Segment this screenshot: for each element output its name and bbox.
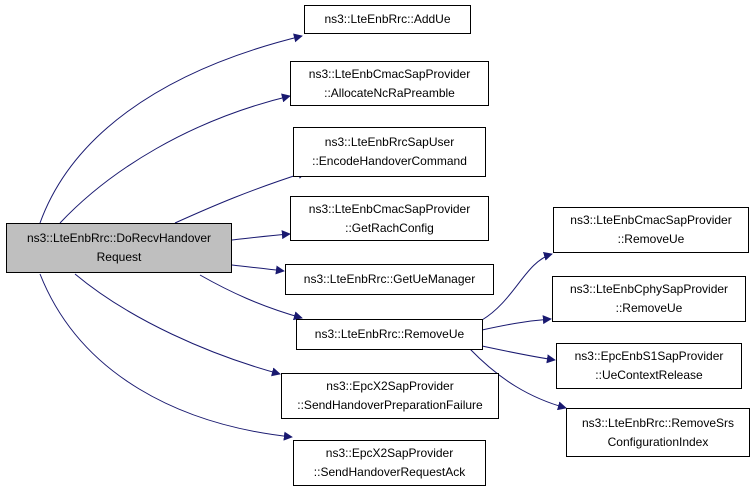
node-add-ue-label: ns3::LteEnbRrc::AddUe bbox=[324, 12, 451, 26]
node-reqack-label-line1: ns3::EpcX2SapProvider bbox=[325, 446, 454, 460]
node-s1-release-label-line2: ::UeContextRelease bbox=[595, 368, 703, 382]
node-cphy-remove-ue[interactable]: ns3::LteEnbCphySapProvider ::RemoveUe bbox=[552, 276, 746, 322]
edge-removeue-to-cmac bbox=[481, 251, 553, 321]
edge-root-to-add-ue bbox=[39, 33, 303, 224]
node-remove-ue[interactable]: ns3::LteEnbRrc::RemoveUe bbox=[296, 319, 483, 350]
edge-root-to-encode bbox=[174, 170, 307, 224]
edge-root-to-rach bbox=[231, 230, 291, 241]
node-send-handover-preparation-failure[interactable]: ns3::EpcX2SapProvider ::SendHandoverPrep… bbox=[281, 373, 499, 419]
node-encode-handover-command[interactable]: ns3::LteEnbRrcSapUser ::EncodeHandoverCo… bbox=[293, 127, 486, 177]
node-uemanager-label: ns3::LteEnbRrc::GetUeManager bbox=[303, 272, 476, 286]
node-allocate-label-line2: ::AllocateNcRaPreamble bbox=[324, 85, 455, 100]
node-cmac-remove-label-line1: ns3::LteEnbCmacSapProvider bbox=[570, 213, 732, 227]
edge-root-to-removeue bbox=[199, 274, 303, 321]
node-rach-label-line2: ::GetRachConfig bbox=[345, 220, 434, 235]
edge-removeue-to-srs bbox=[469, 348, 567, 411]
node-get-ue-manager[interactable]: ns3::LteEnbRrc::GetUeManager bbox=[285, 264, 494, 295]
edge-root-to-reqack bbox=[39, 273, 293, 441]
node-cmac-remove-label-line2: ::RemoveUe bbox=[617, 232, 685, 246]
node-prepfail-label-line2: ::SendHandoverPreparationFailure bbox=[297, 398, 483, 412]
node-prepfail-label-line1: ns3::EpcX2SapProvider bbox=[326, 379, 454, 393]
node-cmac-remove-ue[interactable]: ns3::LteEnbCmacSapProvider ::RemoveUe bbox=[553, 207, 749, 253]
node-encode-label-line2: ::EncodeHandoverCommand bbox=[312, 154, 467, 168]
edge-removeue-to-cphy bbox=[481, 315, 552, 331]
node-s1-release-label-line1: ns3::EpcEnbS1SapProvider bbox=[574, 349, 724, 363]
edge-root-to-prepfail bbox=[74, 273, 281, 377]
node-cphy-remove-label-line2: ::RemoveUe bbox=[615, 301, 683, 315]
node-cphy-remove-label-line1: ns3::LteEnbCphySapProvider bbox=[569, 282, 729, 296]
node-rach-label-line1: ns3::LteEnbCmacSapProvider bbox=[308, 201, 471, 216]
node-srs-label-line1: ns3::LteEnbRrc::RemoveSrs bbox=[581, 415, 735, 430]
edge-removeue-to-s1 bbox=[481, 345, 556, 364]
node-remove-srs-configuration-index[interactable]: ns3::LteEnbRrc::RemoveSrs ConfigurationI… bbox=[566, 408, 750, 457]
node-encode-label-line1: ns3::LteEnbRrcSapUser bbox=[324, 135, 455, 149]
node-srs-label-line2: ConfigurationIndex bbox=[607, 434, 709, 449]
node-add-ue[interactable]: ns3::LteEnbRrc::AddUe bbox=[304, 5, 471, 34]
node-allocate-label-line1: ns3::LteEnbCmacSapProvider bbox=[308, 66, 471, 81]
node-root-label-line2: Request bbox=[96, 250, 142, 264]
node-allocate-nc-ra-preamble[interactable]: ns3::LteEnbCmacSapProvider ::AllocateNcR… bbox=[290, 61, 489, 106]
node-ue-context-release[interactable]: ns3::EpcEnbS1SapProvider ::UeContextRele… bbox=[556, 343, 742, 389]
edge-root-to-allocate bbox=[59, 93, 291, 224]
node-root-label-line1: ns3::LteEnbRrc::DoRecvHandover bbox=[26, 231, 212, 245]
node-reqack-label-line2: ::SendHandoverRequestAck bbox=[313, 465, 466, 479]
node-get-rach-config[interactable]: ns3::LteEnbCmacSapProvider ::GetRachConf… bbox=[290, 196, 489, 241]
node-root-do-recv-handover-request: ns3::LteEnbRrc::DoRecvHandover Request bbox=[6, 223, 232, 273]
node-send-handover-request-ack[interactable]: ns3::EpcX2SapProvider ::SendHandoverRequ… bbox=[293, 440, 486, 486]
edge-root-to-uemanager bbox=[231, 264, 285, 275]
node-removeue-label: ns3::LteEnbRrc::RemoveUe bbox=[314, 327, 465, 341]
